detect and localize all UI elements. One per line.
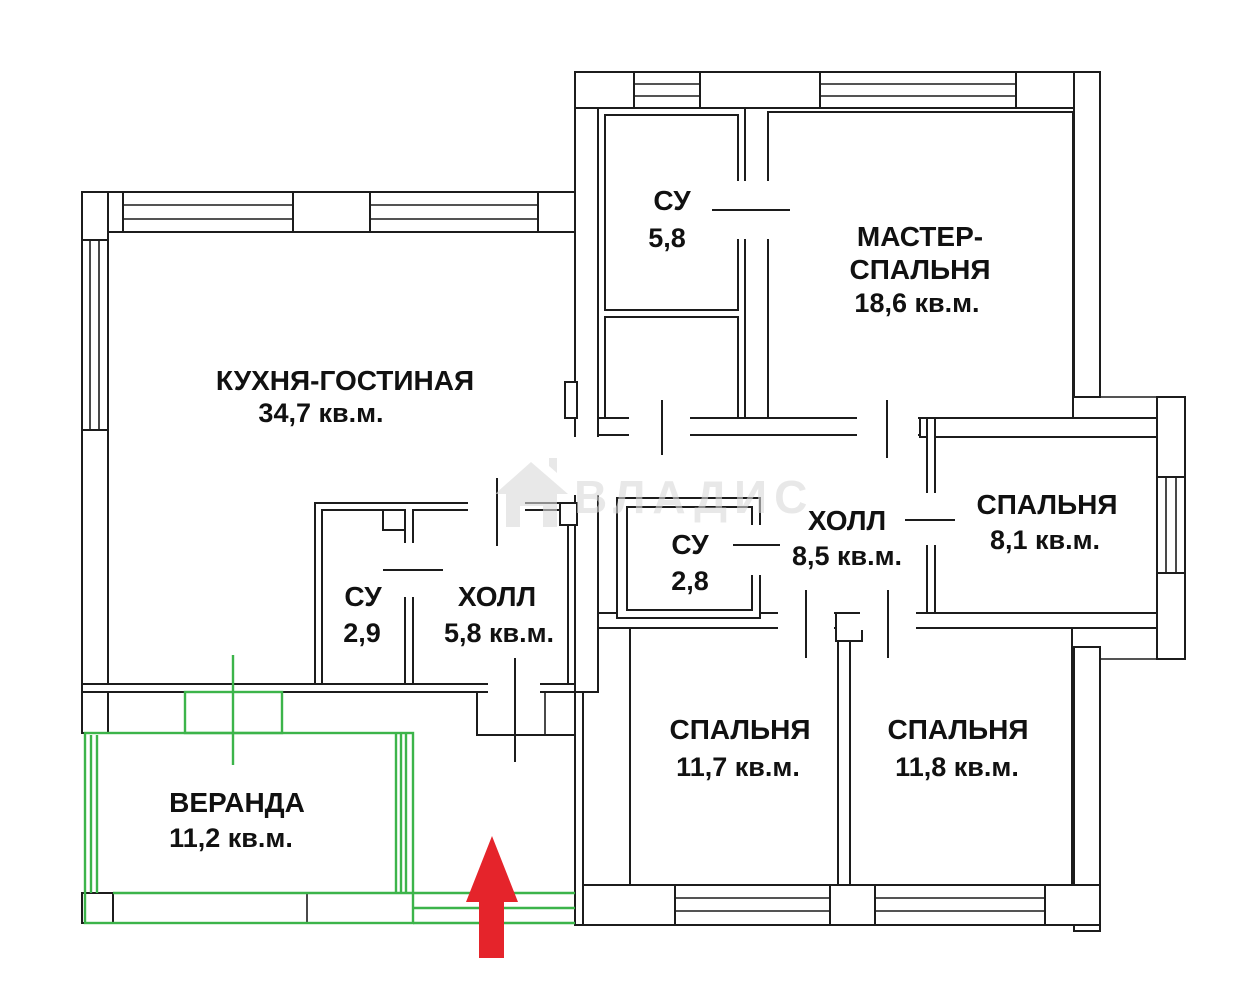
room-label-bedroom-117: СПАЛЬНЯ: [669, 714, 810, 745]
window: [633, 71, 701, 109]
room-label-veranda: ВЕРАНДА: [169, 787, 305, 818]
wall: [574, 691, 584, 926]
room-area-bedroom-81: 8,1 кв.м.: [990, 525, 1100, 555]
room-area-su-top: 5,8: [648, 223, 686, 253]
room-label-master-line1: МАСТЕР-: [857, 221, 983, 252]
passage-opening: [571, 437, 602, 495]
room-label-master-line2: СПАЛЬНЯ: [849, 254, 990, 285]
room-label-hall-main: ХОЛЛ: [808, 505, 886, 536]
wall: [934, 436, 1158, 614]
room-label-bedroom-118: СПАЛЬНЯ: [887, 714, 1028, 745]
room-area-bedroom-117: 11,7 кв.м.: [676, 752, 800, 782]
room-label-hall-58: ХОЛЛ: [458, 581, 536, 612]
room-label-kitchen-living: КУХНЯ-ГОСТИНАЯ: [216, 365, 474, 396]
watermark-text: ВЛАДИС: [574, 471, 814, 523]
room-area-veranda: 11,2 кв.м.: [169, 823, 293, 853]
window: [819, 71, 1017, 109]
wall: [1073, 646, 1101, 932]
wall: [629, 627, 839, 886]
wall: [564, 381, 578, 419]
wall: [1073, 71, 1101, 398]
wall: [919, 417, 1158, 438]
wall: [835, 612, 863, 642]
wall: [81, 892, 114, 924]
room-label-bedroom-81: СПАЛЬНЯ: [976, 489, 1117, 520]
room-label-su-29: СУ: [344, 581, 382, 612]
window: [1156, 476, 1186, 574]
watermark-house-icon: [495, 458, 568, 527]
wall: [321, 509, 406, 685]
room-area-hall-58: 5,8 кв.м.: [444, 618, 554, 648]
wall: [767, 111, 1074, 419]
entrance-arrow-icon: [466, 836, 518, 958]
room-area-bedroom-118: 11,8 кв.м.: [895, 752, 1019, 782]
room-label-su-28: СУ: [671, 529, 709, 560]
room-label-su-top: СУ: [653, 185, 691, 216]
wall: [849, 627, 1073, 886]
wall: [382, 509, 406, 531]
room-area-master: 18,6 кв.м.: [854, 288, 979, 318]
window: [369, 191, 539, 233]
door-opening: [629, 414, 690, 437]
wall: [604, 316, 739, 419]
windows: [81, 71, 1186, 926]
window: [874, 884, 1046, 926]
window: [674, 884, 831, 926]
watermark: ВЛАДИС: [495, 458, 814, 527]
wall: [476, 691, 576, 736]
door-swing-ticks: [383, 209, 955, 762]
room-area-hall-main: 8,5 кв.м.: [792, 541, 902, 571]
window: [81, 239, 109, 431]
room-area-su-29: 2,9: [343, 618, 381, 648]
wall: [574, 71, 599, 693]
window: [122, 191, 294, 233]
room-labels: КУХНЯ-ГОСТИНАЯ 34,7 кв.м. СУ 5,8 МАСТЕР-…: [169, 185, 1117, 853]
room-area-kitchen-living: 34,7 кв.м.: [258, 398, 383, 428]
room-area-su-28: 2,8: [671, 566, 709, 596]
wall: [837, 627, 851, 886]
door-opening: [748, 525, 762, 575]
wall: [559, 502, 578, 526]
